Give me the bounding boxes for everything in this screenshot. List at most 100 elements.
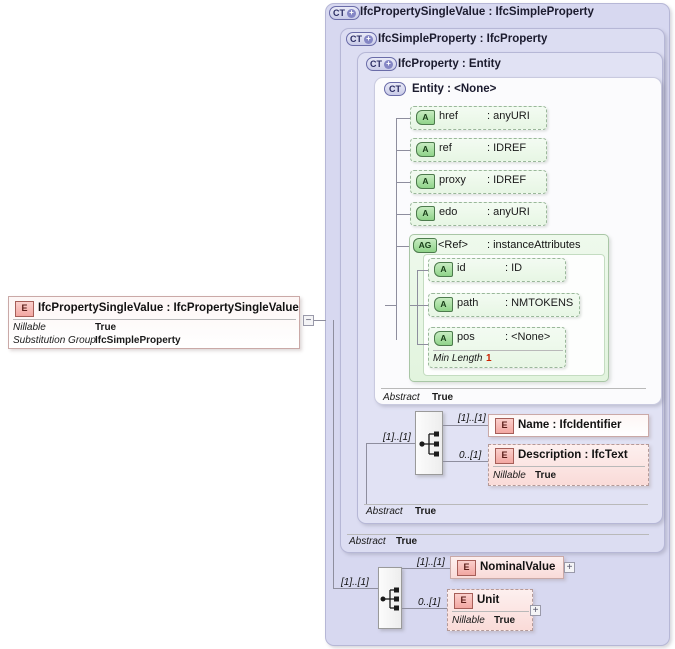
- property-key-substitution-group: Substitution Group: [13, 335, 96, 346]
- expand-toggle-unit[interactable]: +: [530, 605, 541, 616]
- seq2-child2-occurrence: 0..[1]: [418, 597, 441, 608]
- ag-trunk-line: [417, 270, 418, 344]
- property-value-nillable: True: [95, 322, 117, 333]
- element-box-unit[interactable]: E Unit Nillable True: [447, 589, 533, 631]
- element-icon: E: [457, 560, 476, 576]
- seq2-child2-line: [402, 608, 450, 609]
- property-key-nillable: Nillable: [452, 615, 485, 626]
- attribute-icon: A: [416, 110, 435, 125]
- attribute-icon: A: [434, 297, 453, 312]
- facet-key-min-length: Min Length: [433, 353, 483, 364]
- abstract-value-ifcsimpleproperty: True: [396, 536, 418, 547]
- branch-proxy: [396, 182, 412, 183]
- seq2-child1-occurrence: [1]..[1]: [417, 557, 445, 568]
- ct-badge-label: CT: [350, 34, 362, 44]
- attribute-name: edo: [439, 206, 458, 218]
- ct-badge-label: CT: [333, 8, 345, 18]
- sequence-icon: [419, 431, 439, 457]
- divider: [452, 611, 529, 612]
- attribute-icon: A: [434, 262, 453, 277]
- attribute-type: : <None>: [505, 331, 551, 343]
- ct-badge-ifcpropertysinglevalue[interactable]: CT+: [329, 6, 360, 20]
- expand-icon[interactable]: +: [347, 8, 356, 18]
- seq1-occurrence-label: [1]..[1]: [383, 432, 411, 443]
- expand-icon[interactable]: +: [384, 59, 393, 69]
- property-key-nillable: Nillable: [493, 470, 526, 481]
- ct-badge-ifcsimpleproperty[interactable]: CT+: [346, 32, 377, 46]
- sequence-compositor-ifcproperty[interactable]: [415, 411, 443, 475]
- attribute-group-icon: AG: [413, 238, 437, 253]
- property-key-nillable: Nillable: [13, 322, 46, 333]
- element-icon: E: [15, 301, 34, 317]
- element-icon: E: [495, 418, 514, 434]
- facet-value-min-length: 1: [486, 353, 492, 364]
- attribute-type: : anyURI: [487, 110, 530, 122]
- element-box-name[interactable]: E Name : IfcIdentifier: [488, 414, 649, 437]
- sequence-icon: [380, 587, 399, 611]
- expand-icon[interactable]: +: [364, 34, 373, 44]
- element-label-nominalvalue: NominalValue: [480, 561, 556, 573]
- attribute-icon: A: [416, 142, 435, 157]
- attribute-icon: A: [416, 174, 435, 189]
- element-icon: E: [495, 448, 514, 464]
- attribute-type: : anyURI: [487, 206, 530, 218]
- ct-title-entity: Entity : <None>: [412, 83, 497, 95]
- attribute-proxy[interactable]: A proxy : IDREF: [410, 170, 547, 194]
- divider: [13, 319, 296, 320]
- branch-ref: [396, 150, 412, 151]
- root-element-box-ifcpropertysinglevalue[interactable]: E IfcPropertySingleValue : IfcPropertySi…: [8, 296, 300, 349]
- divider: [364, 504, 648, 505]
- branch-ref-group: [396, 246, 410, 247]
- attribute-name: ref: [439, 142, 452, 154]
- property-value-nillable: True: [494, 615, 516, 626]
- attribute-name: id: [457, 262, 466, 274]
- element-box-description[interactable]: E Description : IfcText Nillable True: [488, 444, 649, 486]
- seq2-occurrence-label: [1]..[1]: [341, 577, 369, 588]
- branch-edo: [396, 214, 412, 215]
- seq1-incoming-line: [366, 443, 415, 444]
- ct-title-ifcsimpleproperty: IfcSimpleProperty : IfcProperty: [378, 33, 548, 45]
- expand-toggle-nominalvalue[interactable]: +: [564, 562, 575, 573]
- attribute-trunk-line: [396, 118, 397, 340]
- attribute-id[interactable]: A id : ID: [428, 258, 566, 282]
- branch-pos: [417, 344, 430, 345]
- ct-badge-label: CT: [370, 59, 382, 69]
- attribute-ref[interactable]: A ref : IDREF: [410, 138, 547, 162]
- sequence-compositor-ifcpropertysinglevalue[interactable]: [378, 567, 402, 629]
- seq2-child1-line: [402, 568, 450, 569]
- abstract-value-entity: True: [432, 392, 454, 403]
- attribute-type: : IDREF: [487, 142, 527, 154]
- ct-badge-entity[interactable]: CT: [384, 82, 406, 96]
- divider: [493, 466, 645, 467]
- attribute-name: proxy: [439, 174, 466, 186]
- property-value-substitution-group: IfcSimpleProperty: [95, 335, 181, 346]
- seq1-child2-line: [443, 461, 488, 462]
- attribute-name: path: [457, 297, 479, 309]
- attribute-edo[interactable]: A edo : anyURI: [410, 202, 547, 226]
- attribute-group-name: <Ref>: [438, 239, 468, 251]
- abstract-key-entity: Abstract: [383, 392, 420, 403]
- element-label-description: Description : IfcText: [518, 449, 628, 461]
- branch-id: [417, 270, 430, 271]
- attribute-type: : ID: [505, 262, 523, 274]
- attribute-trunk-entry: [385, 305, 397, 306]
- ct-badge-ifcproperty[interactable]: CT+: [366, 57, 397, 71]
- attribute-icon: A: [434, 331, 453, 346]
- branch-href: [396, 118, 412, 119]
- divider: [381, 388, 646, 389]
- divider: [433, 350, 563, 351]
- attribute-href[interactable]: A href : anyURI: [410, 106, 547, 130]
- element-box-nominalvalue[interactable]: E NominalValue: [450, 556, 564, 579]
- attribute-type: : NMTOKENS: [505, 297, 574, 309]
- attribute-path[interactable]: A path : NMTOKENS: [428, 293, 580, 317]
- attribute-pos[interactable]: A pos : <None> Min Length 1: [428, 327, 566, 368]
- ag-trunk-entry: [410, 305, 417, 306]
- collapse-toggle-root-element[interactable]: −: [303, 315, 314, 326]
- seq1-child1-line: [443, 425, 488, 426]
- attribute-name: href: [439, 110, 458, 122]
- branch-path: [417, 305, 430, 306]
- ct-title-ifcpropertysinglevalue: IfcPropertySingleValue : IfcSimpleProper…: [360, 6, 594, 18]
- seq1-child2-occurrence: 0..[1]: [459, 450, 482, 461]
- attribute-group-type: : instanceAttributes: [487, 239, 581, 251]
